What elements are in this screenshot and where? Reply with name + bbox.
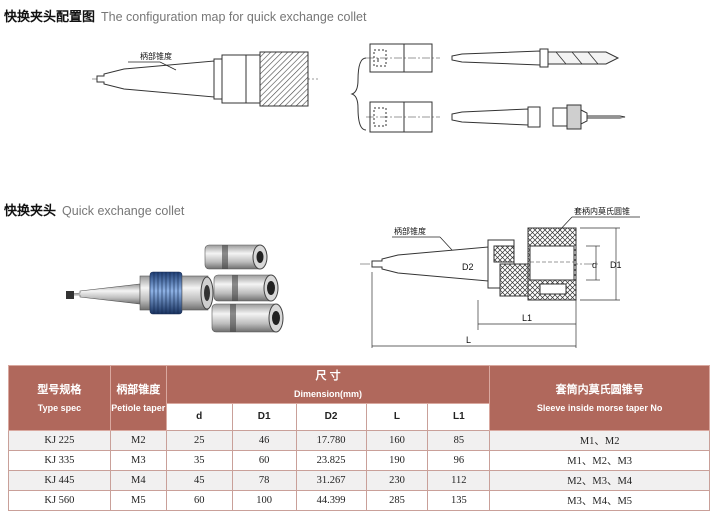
table-row: KJ 335 M3 35 60 23.825 190 96 M1、M2、M3 <box>8 449 710 471</box>
cell-d2: 31.267 <box>295 469 367 491</box>
cell-type: KJ 560 <box>8 489 111 511</box>
cell-d1: 100 <box>231 489 297 511</box>
cell-l1: 85 <box>427 429 491 451</box>
shank-taper-label-top: 柄部锥度 <box>140 51 172 61</box>
subheader-l1: L1 <box>427 402 491 431</box>
section2-heading: 快换夹头 Quick exchange collet <box>4 200 184 219</box>
cell-sleeve: M1、M2、M3 <box>489 449 710 471</box>
cell-taper: M3 <box>109 449 167 471</box>
cell-d1: 78 <box>231 469 297 491</box>
cell-sleeve: M1、M2 <box>489 429 710 451</box>
cell-l1: 135 <box>427 489 491 511</box>
cell-d2: 17.780 <box>295 429 367 451</box>
dim-l-label: L <box>466 335 471 345</box>
cell-l: 160 <box>365 429 429 451</box>
subheader-d2: D2 <box>295 402 367 431</box>
cell-d: 35 <box>165 449 233 471</box>
shank-taper-label-section: 柄部锥度 <box>394 226 426 236</box>
table-row: KJ 560 M5 60 100 44.399 285 135 M3、M4、M5 <box>8 489 710 511</box>
collet-photo <box>66 244 284 333</box>
subheader-d1: D1 <box>231 402 297 431</box>
cell-type: KJ 445 <box>8 469 111 491</box>
cell-l1: 112 <box>427 469 491 491</box>
section2-title-en: Quick exchange collet <box>62 204 185 218</box>
config-chuck-assembly <box>366 101 626 133</box>
cell-sleeve: M2、M3、M4 <box>489 469 710 491</box>
cell-d2: 23.825 <box>295 449 367 471</box>
section1-title-cn: 快换夹头配置图 <box>4 10 96 25</box>
dim-d-label: d <box>592 260 597 270</box>
cell-taper: M2 <box>109 429 167 451</box>
subheader-l: L <box>365 402 429 431</box>
dimension-lines <box>371 227 620 348</box>
config-brace <box>350 57 367 131</box>
cell-sleeve: M3、M4、M5 <box>489 489 710 511</box>
cell-taper: M4 <box>109 469 167 491</box>
technical-drawings: 柄部锥度 <box>66 43 640 348</box>
section2-title-cn: 快换夹头 <box>4 204 57 219</box>
config-drill-assembly <box>366 43 620 73</box>
section1-heading: 快换夹头配置图 The configuration map for quick e… <box>4 6 366 25</box>
cell-type: KJ 225 <box>8 429 111 451</box>
sleeve-taper-label: 套柄内莫氏圆锥 <box>574 206 630 216</box>
table-row: KJ 445 M4 45 78 31.267 230 112 M2、M3、M4 <box>8 469 710 491</box>
cell-taper: M5 <box>109 489 167 511</box>
cell-l: 190 <box>365 449 429 471</box>
cell-d: 60 <box>165 489 233 511</box>
cell-d: 25 <box>165 429 233 451</box>
cell-type: KJ 335 <box>8 449 111 471</box>
cell-d2: 44.399 <box>295 489 367 511</box>
cell-l: 285 <box>365 489 429 511</box>
section-drawing <box>360 227 600 301</box>
cell-l: 230 <box>365 469 429 491</box>
section1-title-en: The configuration map for quick exchange… <box>101 10 367 24</box>
cell-l1: 96 <box>427 449 491 471</box>
subheader-d: d <box>165 402 233 431</box>
cell-d1: 46 <box>231 429 297 451</box>
cell-d1: 60 <box>231 449 297 471</box>
cell-d: 45 <box>165 469 233 491</box>
config-holder-drawing <box>92 51 318 107</box>
table-row: KJ 225 M2 25 46 17.780 160 85 M1、M2 <box>8 429 710 451</box>
dim-l1-label: L1 <box>522 313 532 323</box>
dim-d2-label: D2 <box>462 262 474 272</box>
